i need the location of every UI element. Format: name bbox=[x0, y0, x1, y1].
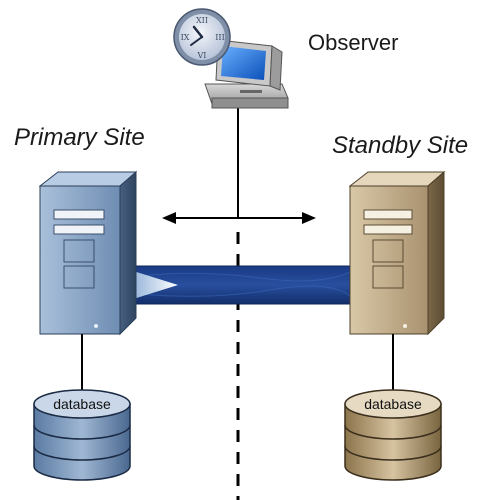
clock-icon: XII III VI IX bbox=[173, 8, 231, 66]
primary-site-label: Primary Site bbox=[14, 124, 145, 151]
primary-database-label: database bbox=[53, 396, 111, 412]
svg-text:XII: XII bbox=[196, 16, 208, 25]
observer-computer-icon: XII III VI IX bbox=[173, 8, 289, 109]
primary-server-icon bbox=[38, 170, 138, 336]
double-arrow bbox=[162, 212, 316, 224]
standby-server-icon bbox=[348, 170, 446, 336]
svg-text:VI: VI bbox=[197, 51, 207, 60]
standby-database-label: database bbox=[364, 396, 422, 412]
primary-database-icon: database bbox=[33, 389, 131, 481]
replication-arrowhead bbox=[130, 270, 178, 300]
observer-label: Observer bbox=[308, 30, 399, 55]
replication-stream bbox=[122, 265, 354, 305]
svg-text:IX: IX bbox=[181, 33, 190, 42]
svg-text:III: III bbox=[215, 33, 224, 42]
standby-database-icon: database bbox=[344, 389, 442, 481]
standby-site-label: Standby Site bbox=[332, 132, 469, 159]
